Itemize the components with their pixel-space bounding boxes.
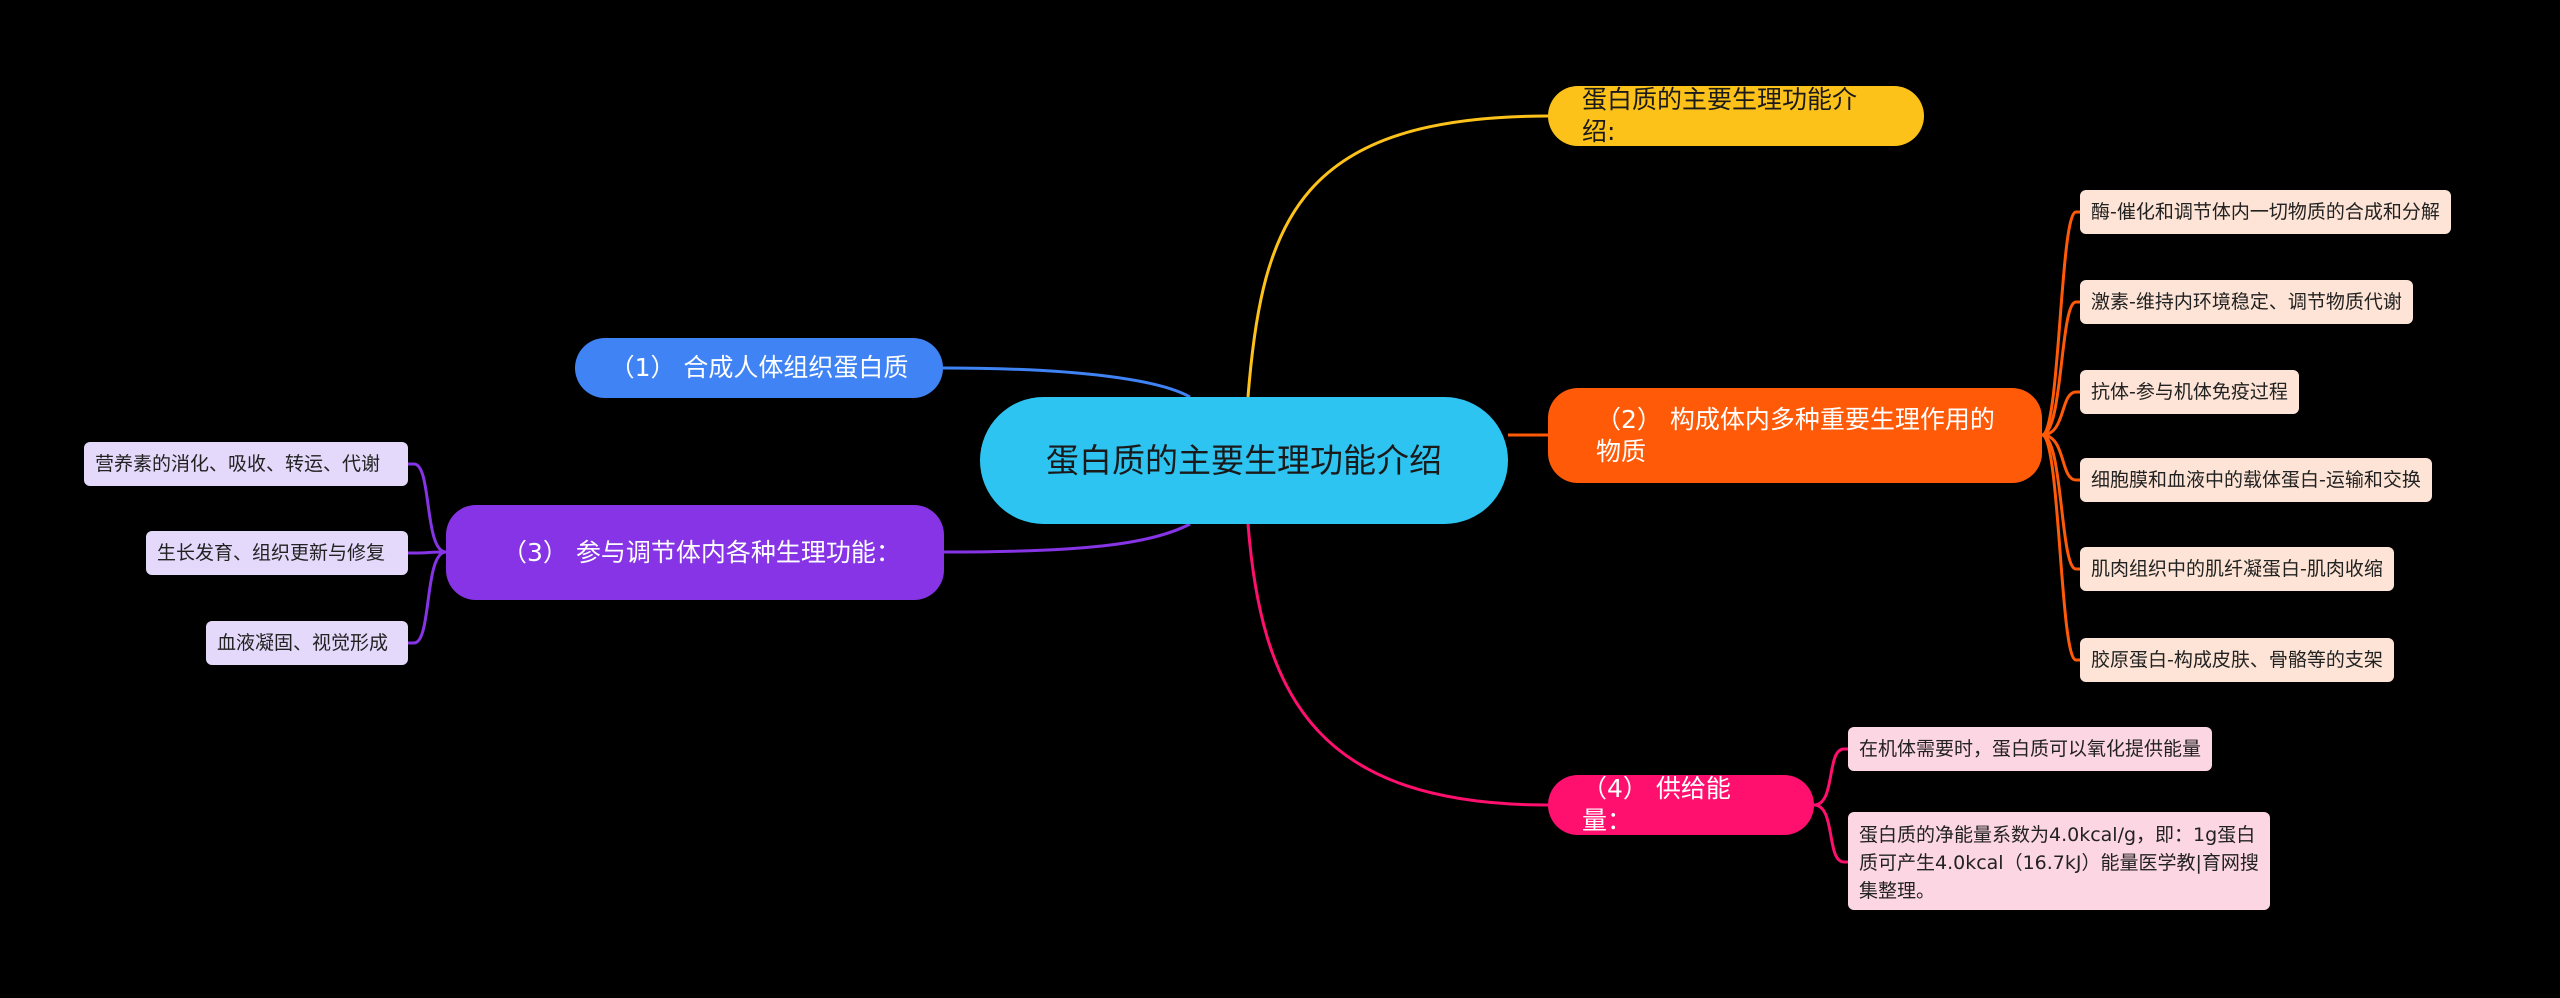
- branch-4[interactable]: （4） 供给能量：: [1548, 774, 1814, 835]
- b2-leaf-label: 激素-维持内环境稳定、调节物质代谢: [2091, 291, 2402, 313]
- b4-leaf-label: 在机体需要时，蛋白质可以氧化提供能量: [1859, 738, 2202, 760]
- b4-leaf-oxidation[interactable]: 在机体需要时，蛋白质可以氧化提供能量: [1848, 727, 2213, 771]
- b4-leaf-label: 蛋白质的净能量系数为4.0kcal/g，即：1g蛋白质可产生4.0kcal（16…: [1859, 824, 2259, 902]
- b2-leaf-enzyme[interactable]: 酶-催化和调节体内一切物质的合成和分解: [2080, 190, 2451, 234]
- b2-leaf-label: 抗体-参与机体免疫过程: [2091, 381, 2288, 403]
- branch-1[interactable]: （1） 合成人体组织蛋白质: [575, 338, 943, 398]
- link-root-b3: [943, 522, 1191, 554]
- branch-2-label: （2） 构成体内多种重要生理作用的物质: [1596, 404, 1995, 466]
- b2-leaf-label: 胶原蛋白-构成皮肤、骨骼等的支架: [2091, 649, 2383, 671]
- branch-1-label: （1） 合成人体组织蛋白质: [609, 353, 909, 382]
- b4-leaf-energy-coefficient[interactable]: 蛋白质的净能量系数为4.0kcal/g，即：1g蛋白质可产生4.0kcal（16…: [1848, 812, 2270, 910]
- b3-leaf-label: 营养素的消化、吸收、转运、代谢: [95, 453, 381, 475]
- b3-leaf-digestion[interactable]: 营养素的消化、吸收、转运、代谢: [84, 442, 408, 486]
- link-root-b1: [942, 366, 1191, 399]
- b2-leaf-antibody[interactable]: 抗体-参与机体免疫过程: [2080, 370, 2299, 414]
- link-root-intro: [1246, 114, 1549, 398]
- branch-2[interactable]: （2） 构成体内多种重要生理作用的物质: [1548, 388, 2042, 483]
- b3-leaf-growth[interactable]: 生长发育、组织更新与修复: [146, 531, 408, 575]
- branch-4-label: （4） 供给能量：: [1582, 774, 1731, 835]
- branch-intro[interactable]: 蛋白质的主要生理功能介绍:: [1548, 85, 1924, 146]
- b3-leaf-label: 血液凝固、视觉形成: [217, 632, 389, 654]
- root-topic-label: 蛋白质的主要生理功能介绍: [1046, 440, 1442, 480]
- b2-leaf-carrier[interactable]: 细胞膜和血液中的载体蛋白-运输和交换: [2080, 458, 2432, 502]
- b2-leaf-hormone[interactable]: 激素-维持内环境稳定、调节物质代谢: [2080, 280, 2413, 324]
- b2-leaf-label: 酶-催化和调节体内一切物质的合成和分解: [2091, 201, 2440, 223]
- b2-leaf-links: [2041, 210, 2080, 662]
- link-root-b4: [1246, 523, 1549, 807]
- b3-leaf-label: 生长发育、组织更新与修复: [157, 542, 386, 564]
- root-topic[interactable]: 蛋白质的主要生理功能介绍: [980, 397, 1508, 524]
- b2-leaf-muscle[interactable]: 肌肉组织中的肌纤凝蛋白-肌肉收缩: [2080, 547, 2394, 591]
- branch-3-label: （3） 参与调节体内各种生理功能：: [502, 537, 901, 567]
- b2-leaf-collagen[interactable]: 胶原蛋白-构成皮肤、骨骼等的支架: [2080, 638, 2394, 682]
- branch-intro-label: 蛋白质的主要生理功能介绍:: [1582, 85, 1858, 146]
- branch-3[interactable]: （3） 参与调节体内各种生理功能：: [446, 505, 944, 600]
- b3-leaf-coagulation[interactable]: 血液凝固、视觉形成: [206, 621, 408, 665]
- b4-leaf-links: [1813, 747, 1848, 864]
- b3-leaf-links: [408, 462, 447, 645]
- b2-leaf-label: 肌肉组织中的肌纤凝蛋白-肌肉收缩: [2091, 558, 2383, 580]
- b2-leaf-label: 细胞膜和血液中的载体蛋白-运输和交换: [2091, 469, 2421, 491]
